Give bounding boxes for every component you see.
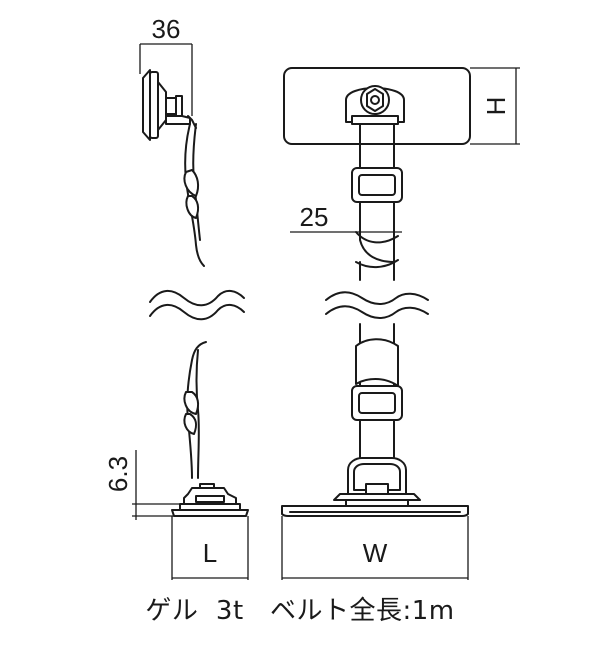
front-bottom-bracket [333, 457, 421, 507]
dim-length-label: L [203, 538, 217, 568]
hanger-drawing: 36 H 25 6.3 L W [103, 14, 520, 580]
caption-thickness: 3t [215, 596, 244, 626]
side-bottom-mount [171, 483, 249, 517]
front-buckle-upper [351, 167, 403, 203]
caption-gel: ゲル [145, 596, 199, 626]
dim-base-offset-label: 6.3 [103, 456, 133, 492]
dim-side-width-label: 36 [152, 14, 181, 44]
front-view [281, 67, 471, 517]
dim-belt-width-label: 25 [300, 202, 329, 232]
dim-height-label: H [481, 97, 511, 116]
front-top-bracket [345, 85, 405, 125]
side-belt-upper [183, 123, 205, 267]
spec-caption: ゲル 3t ベルト全長:1m [0, 590, 600, 627]
caption-belt-length: ベルト全長:1m [269, 596, 455, 626]
side-break-mark [149, 290, 245, 321]
front-break-mark [325, 291, 429, 319]
front-buckle-lower [351, 385, 403, 421]
side-belt-lower [183, 341, 207, 479]
dim-width-label: W [363, 538, 388, 568]
front-base-plate [281, 505, 469, 517]
side-top-mount [142, 69, 197, 141]
side-view [142, 69, 249, 517]
